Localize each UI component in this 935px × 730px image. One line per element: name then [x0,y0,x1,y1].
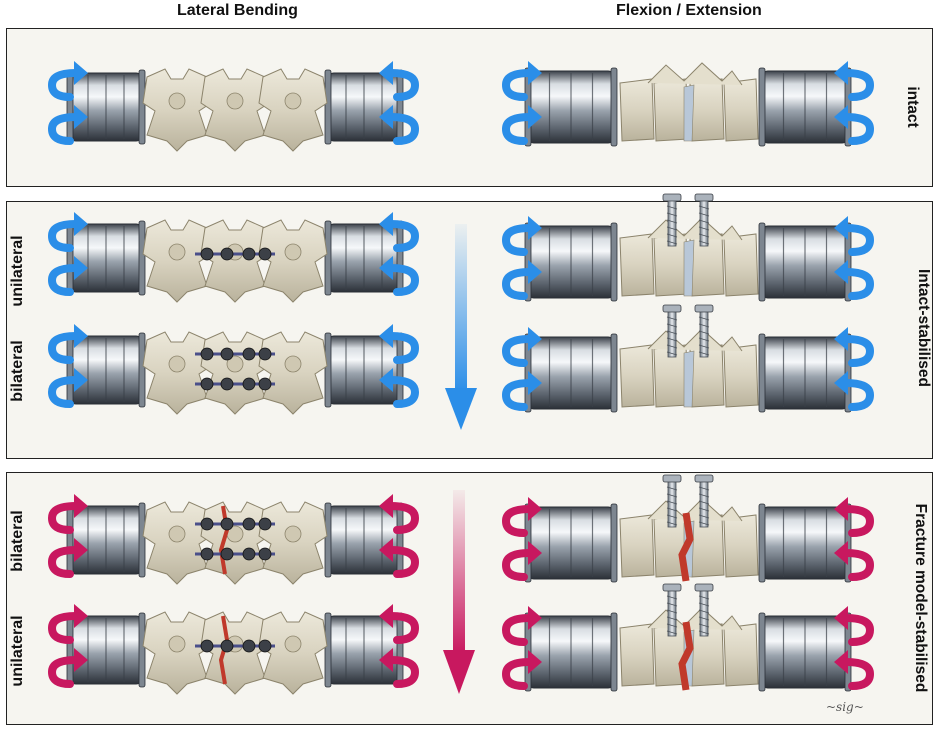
curved-moment-arrow-icon [834,650,875,690]
curved-moment-arrow-icon [501,327,542,367]
curved-moment-arrow-icon [834,105,875,145]
curved-moment-arrow-icon [834,606,875,646]
spine-specimen-lateral [66,611,404,695]
curved-moment-arrow-icon [834,260,875,300]
spine-specimen-flexion [524,304,852,413]
curved-moment-arrow-icon [379,538,420,578]
curved-moment-arrow-icon [47,61,88,101]
curved-moment-arrow-icon [47,648,88,688]
spine-specimen-flexion [524,474,852,583]
curved-moment-arrow-icon [834,541,875,581]
curved-moment-arrow-icon [47,494,88,534]
curved-moment-arrow-icon [501,260,542,300]
spine-specimen-lateral [66,501,404,585]
curved-moment-arrow-icon [379,368,420,408]
curved-moment-arrow-icon [379,494,420,534]
header-lateral-bending: Lateral Bending [177,2,298,19]
curved-moment-arrow-icon [47,604,88,644]
curved-moment-arrow-icon [47,368,88,408]
curved-moment-arrow-icon [379,648,420,688]
curved-moment-arrow-icon [379,256,420,296]
curved-moment-arrow-icon [47,105,88,145]
load-direction-arrow-blue [445,224,477,430]
spine-specimen-flexion [524,583,852,692]
curved-moment-arrow-icon [47,538,88,578]
curved-moment-arrow-icon [501,371,542,411]
curved-moment-arrow-icon [834,497,875,537]
curved-moment-arrow-icon [501,105,542,145]
spine-specimen-lateral [66,219,404,303]
curved-moment-arrow-icon [501,216,542,256]
header-flexion-extension: Flexion / Extension [616,2,762,19]
spine-specimen-lateral [66,68,404,152]
curved-moment-arrow-icon [501,606,542,646]
curved-moment-arrow-icon [379,604,420,644]
curved-moment-arrow-icon [501,650,542,690]
curved-moment-arrow-icon [501,541,542,581]
curved-moment-arrow-icon [834,61,875,101]
curved-moment-arrow-icon [47,256,88,296]
curved-moment-arrow-icon [501,497,542,537]
spine-specimen-flexion [524,193,852,302]
curved-moment-arrow-icon [379,61,420,101]
artist-signature: ~sig~ [826,700,864,714]
spine-specimen-flexion [524,62,852,147]
curved-moment-arrow-icon [379,212,420,252]
curved-moment-arrow-icon [834,216,875,256]
curved-moment-arrow-icon [501,61,542,101]
curved-moment-arrow-icon [379,105,420,145]
curved-moment-arrow-icon [47,212,88,252]
curved-moment-arrow-icon [834,371,875,411]
load-direction-arrow-pink [443,490,475,694]
curved-moment-arrow-icon [379,324,420,364]
curved-moment-arrow-icon [47,324,88,364]
curved-moment-arrow-icon [834,327,875,367]
spine-specimen-lateral [66,331,404,415]
